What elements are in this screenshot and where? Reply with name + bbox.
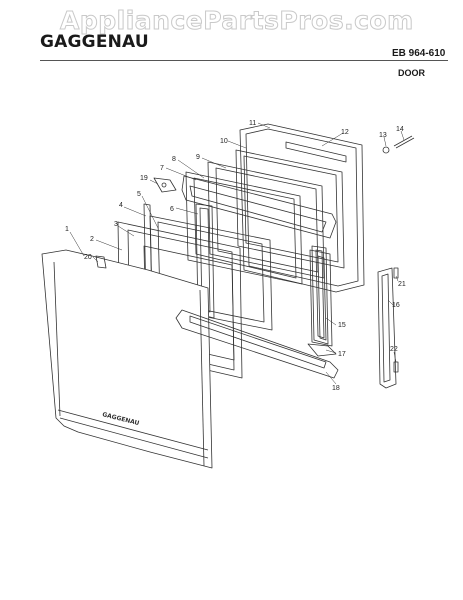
part-screw-cap [382, 146, 390, 154]
callout-10: 10 [220, 138, 228, 145]
callout-1: 1 [65, 226, 69, 233]
callout-16: 16 [392, 302, 400, 309]
part-pin [393, 135, 415, 149]
part-outer-frame [239, 123, 365, 293]
part-hinge-plate [307, 343, 337, 357]
callout-9: 9 [196, 154, 200, 161]
callout-12: 12 [341, 129, 349, 136]
part-inner-glass [185, 171, 303, 285]
callout-22: 22 [390, 346, 398, 353]
model-number: EB 964-610 [392, 48, 446, 59]
callout-14: 14 [396, 126, 404, 133]
callout-6: 6 [170, 206, 174, 213]
part-front-door [41, 249, 213, 469]
callout-18: 18 [332, 385, 340, 392]
watermark: AppliancePartsPros.com [60, 6, 414, 36]
callout-2: 2 [90, 236, 94, 243]
callout-3: 3 [114, 221, 118, 228]
brand-logo: GAGGENAU [40, 32, 149, 52]
part-top-strip [285, 141, 347, 163]
section-title: DOOR [398, 68, 425, 78]
part-bottom-rail [175, 309, 339, 379]
part-clip [153, 177, 177, 193]
part-door-clip [95, 255, 107, 269]
part-bracket [181, 175, 337, 239]
callout-7: 7 [160, 165, 164, 172]
header-rule [40, 60, 448, 61]
part-inner-frame [235, 149, 345, 269]
callout-19: 19 [140, 175, 148, 182]
callout-11: 11 [249, 120, 256, 127]
part-side-bracket [309, 249, 333, 347]
part-screw-upper [393, 267, 399, 279]
part-hinge-bar [377, 267, 397, 389]
callout-15: 15 [338, 322, 346, 329]
callout-5: 5 [137, 191, 141, 198]
part-screw-lower [393, 361, 399, 373]
callout-21: 21 [398, 281, 406, 288]
callout-20: 20 [84, 254, 92, 261]
callout-17: 17 [338, 351, 346, 358]
callout-13: 13 [379, 132, 387, 139]
callout-8: 8 [172, 156, 176, 163]
callout-4: 4 [119, 202, 123, 209]
